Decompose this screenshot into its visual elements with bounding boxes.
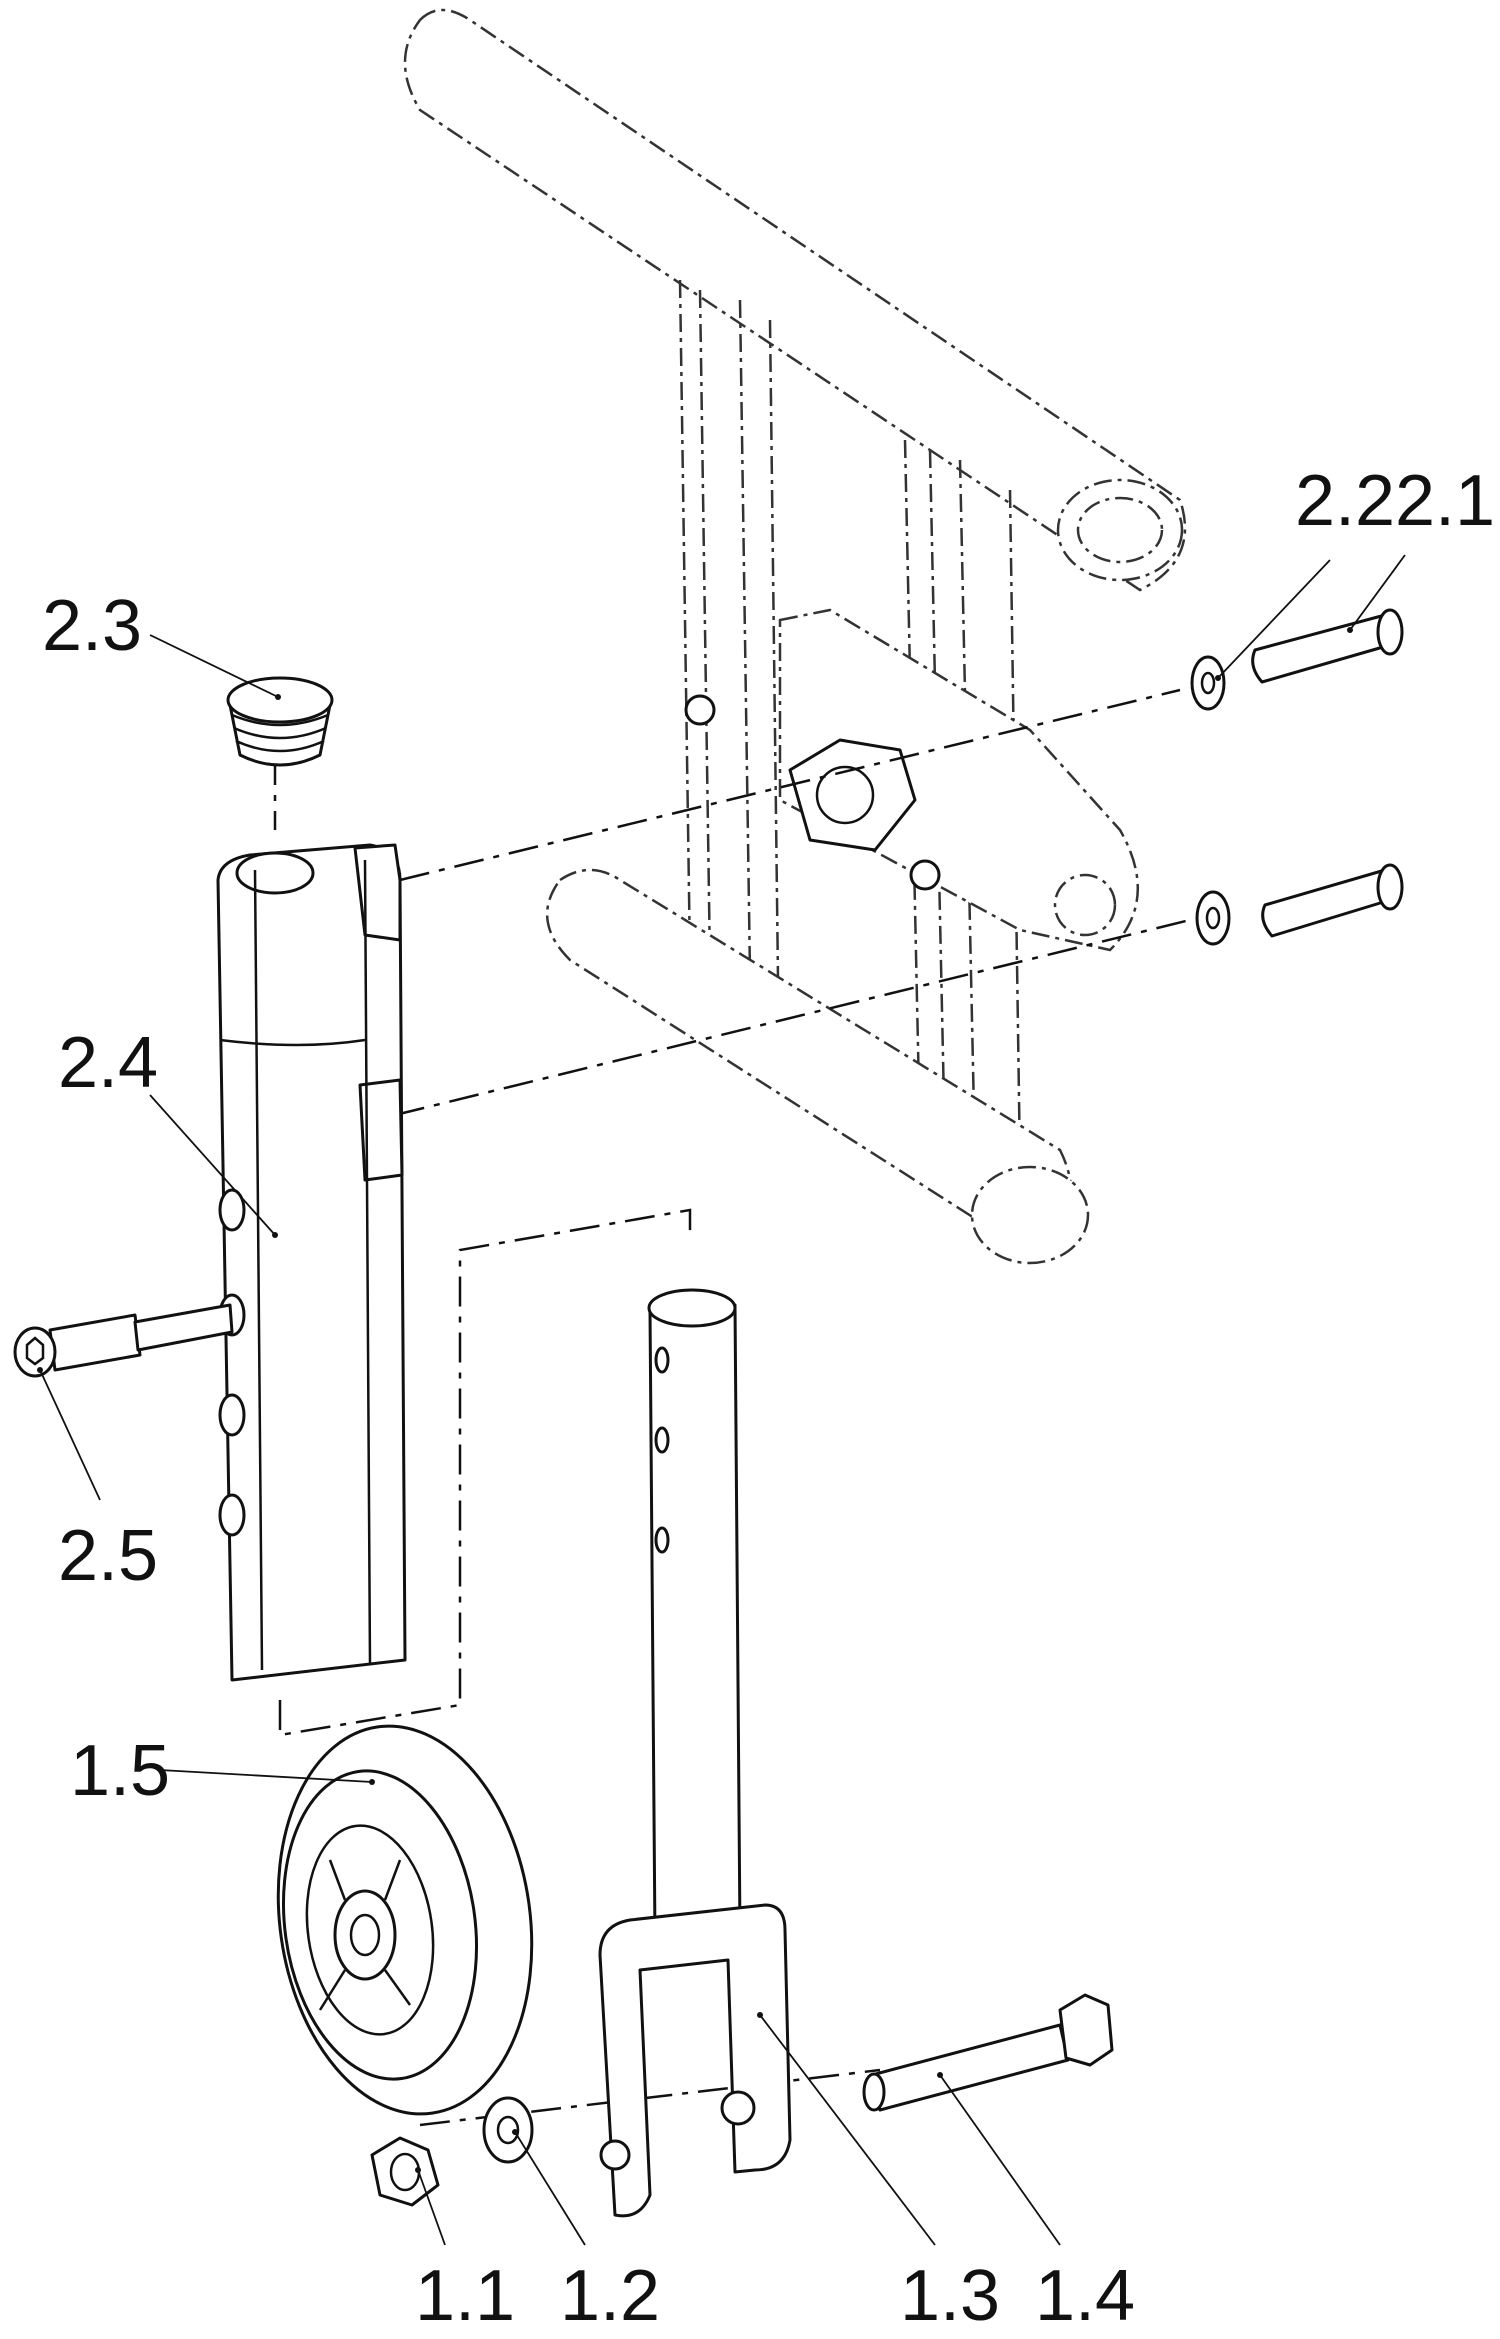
bracket-hex-nut-face bbox=[815, 765, 875, 825]
caster-wheel bbox=[276, 1724, 534, 2116]
callout-labels: 2.1 2.2 2.3 2.4 2.5 1.5 1.1 1.2 1.3 1.4 bbox=[42, 461, 1495, 2336]
callout-1-5: 1.5 bbox=[70, 1731, 170, 1811]
housing-tube bbox=[216, 843, 407, 1682]
socket-screw bbox=[13, 1303, 234, 1378]
leader-lines bbox=[37, 554, 1406, 2246]
frame-bracket-hole bbox=[1053, 873, 1117, 937]
leader-2-4 bbox=[149, 1094, 276, 1236]
callout-2-2: 2.2 bbox=[1295, 461, 1395, 541]
callout-2-3: 2.3 bbox=[42, 586, 142, 666]
pin-lower bbox=[1261, 863, 1404, 938]
post-pin-upper bbox=[684, 694, 716, 726]
callout-2-1: 2.1 bbox=[1395, 461, 1495, 541]
phantom-frame bbox=[403, 8, 1187, 1265]
callout-1-1: 1.1 bbox=[415, 2256, 515, 2336]
callout-2-4: 2.4 bbox=[58, 1023, 158, 1103]
washer-wheel bbox=[482, 2096, 534, 2164]
washer-lower bbox=[1195, 890, 1231, 946]
leader-2-3 bbox=[149, 634, 279, 698]
leader-1-1 bbox=[417, 2169, 446, 2246]
callout-1-2: 1.2 bbox=[560, 2256, 660, 2336]
leader-1-2 bbox=[514, 2131, 586, 2246]
end-cap bbox=[226, 676, 334, 767]
bracket-hex-nut bbox=[788, 738, 917, 852]
frame-lower-tube-end bbox=[970, 1165, 1090, 1265]
pin-upper bbox=[1251, 608, 1404, 684]
post-pin-lower bbox=[909, 859, 941, 891]
frame-top-tube bbox=[403, 8, 1187, 592]
callout-1-4: 1.4 bbox=[1035, 2256, 1135, 2336]
axle-bolt bbox=[862, 1993, 1114, 2112]
leader-2-5 bbox=[39, 1369, 101, 1501]
fork bbox=[598, 1288, 792, 2218]
callout-1-3: 1.3 bbox=[900, 2256, 1000, 2336]
frame-left-post bbox=[678, 279, 780, 981]
leader-1-5 bbox=[159, 1769, 373, 1783]
frame-lower-tube bbox=[545, 868, 1073, 1262]
leader-2-2 bbox=[1217, 559, 1331, 679]
lock-nut bbox=[370, 2136, 440, 2207]
leader-1-4 bbox=[939, 2074, 1061, 2246]
leader-1-3 bbox=[759, 2014, 936, 2246]
callout-2-5: 2.5 bbox=[58, 1516, 158, 1596]
leader-2-1 bbox=[1349, 554, 1406, 631]
frame-top-tube-bore bbox=[1076, 496, 1164, 564]
washer-upper bbox=[1190, 655, 1226, 711]
frame-bracket bbox=[778, 608, 1139, 952]
